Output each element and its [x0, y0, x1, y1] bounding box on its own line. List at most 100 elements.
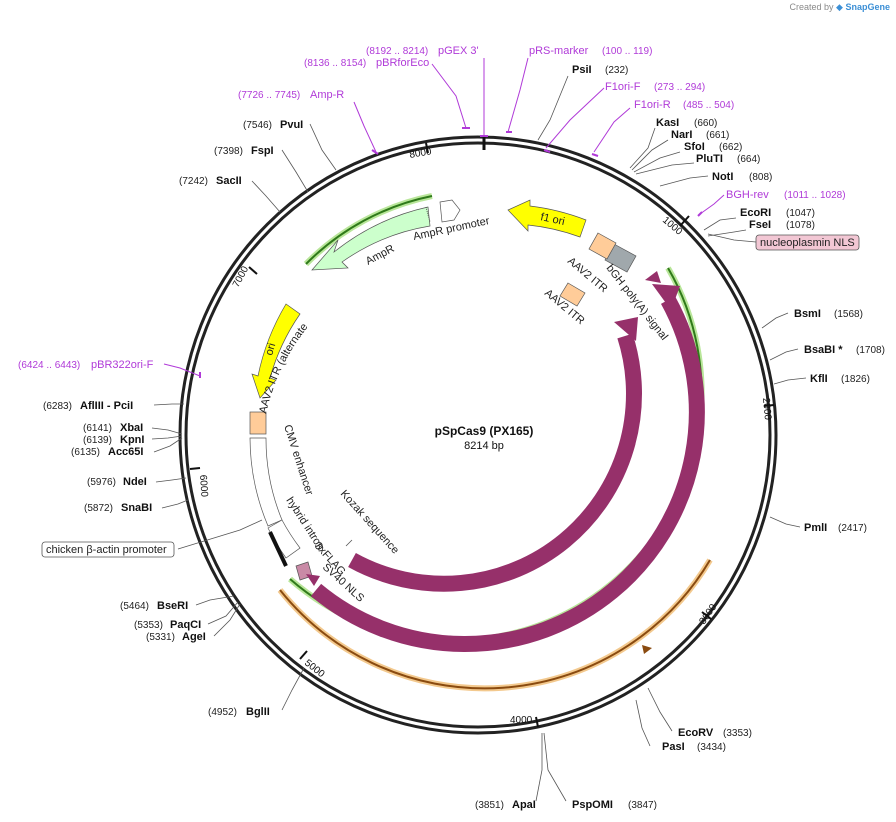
cas9-inner-label: Cas9 — [580, 554, 607, 580]
primer-pos-f1ori-r: (485 .. 504) — [683, 100, 734, 111]
site-pos-acc65i: (6135) — [71, 447, 100, 458]
site-pos-afliii: (6283) — [43, 401, 72, 412]
site-name-pasi: PasI — [662, 741, 685, 753]
ori-label: ori — [263, 342, 278, 357]
site-pos-ndei: (5976) — [87, 477, 116, 488]
site-name-afliii: AflIII - PciI — [80, 400, 133, 412]
sv40-block — [306, 574, 320, 586]
site-pos-pluti: (664) — [737, 154, 760, 165]
primer-pos-bgh-rev: (1011 .. 1028) — [784, 190, 846, 201]
site-pos-sacii: (7242) — [179, 176, 208, 187]
tick-label-7000: 7000 — [231, 264, 251, 289]
tick-label-2000: 2000 — [760, 397, 773, 421]
site-pos-noti: (808) — [749, 172, 772, 183]
site-name-bsabi: BsaBI * — [804, 344, 843, 356]
primer-pos-pbrforeco: (8136 .. 8154) — [304, 58, 366, 69]
site-name-sacii: SacII — [216, 175, 242, 187]
primer-name-pgex3: pGEX 3' — [438, 45, 479, 57]
site-name-bseri: BseRI — [157, 600, 188, 612]
tick-label-6000: 6000 — [197, 474, 210, 497]
chicken-promoter-label: chicken β-actin promoter — [46, 544, 167, 556]
site-pos-ecori: (1047) — [786, 208, 815, 219]
restriction-site-labels: PsiI (232) KasI (660) NarI (661) SfoI (6… — [43, 64, 885, 811]
site-pos-bseri: (5464) — [120, 601, 149, 612]
primer-name-amp-r: Amp-R — [310, 89, 344, 101]
site-name-acc65i: Acc65I — [108, 446, 143, 458]
itr-block-1 — [588, 232, 617, 260]
site-name-pmli: PmlI — [804, 522, 827, 534]
site-name-ndei: NdeI — [123, 476, 147, 488]
cas9-outer-feature: Cas9 — [310, 284, 705, 653]
site-pos-bsmi: (1568) — [834, 309, 863, 320]
site-name-paqci: PaqCI — [170, 619, 201, 631]
site-pos-pvui: (7546) — [243, 120, 272, 131]
kozak-marker — [268, 531, 288, 567]
primer-name-f1ori-r: F1ori-R — [634, 99, 671, 111]
site-pos-pspomi: (3847) — [628, 800, 657, 811]
green-track-left-core — [305, 195, 433, 265]
site-pos-bglii: (4952) — [208, 707, 237, 718]
tick-marks — [189, 137, 775, 728]
primer-pos-amp-r: (7726 .. 7745) — [238, 90, 300, 101]
nls-box: nucleoplasmin NLS — [755, 234, 860, 251]
site-pos-kpni: (6139) — [83, 435, 112, 446]
primer-name-f1ori-f: F1ori-F — [605, 81, 641, 93]
site-name-kasi: KasI — [656, 117, 679, 129]
orange-track-core — [279, 559, 711, 690]
primer-pos-f1ori-f: (273 .. 294) — [654, 82, 705, 93]
backbone — [178, 135, 778, 735]
kozak-label: Kozak sequence — [338, 488, 401, 556]
site-name-pspomi: PspOMI — [572, 799, 613, 811]
tick-label-4000: 4000 — [510, 715, 533, 726]
site-pos-bsabi: (1708) — [856, 345, 885, 356]
site-name-bsmi: BsmI — [794, 308, 821, 320]
primer-name-bgh-rev: BGH-rev — [726, 189, 769, 201]
plasmid-length: 8214 bp — [464, 440, 504, 452]
site-name-apai: ApaI — [512, 799, 536, 811]
orange-track-head — [642, 645, 652, 654]
site-name-snabi: SnaBI — [121, 502, 152, 514]
primer-pos-pbr322ori-f: (6424 .. 6443) — [18, 360, 80, 371]
primer-name-pbrforeco: pBRforEco — [376, 57, 429, 69]
snapgene-credit: Created by ◆ SnapGene — [790, 2, 891, 13]
site-name-nari: NarI — [671, 129, 692, 141]
site-name-kpni: KpnI — [120, 434, 144, 446]
f1-ori-feature: f1 ori — [507, 199, 587, 238]
site-name-xbai: XbaI — [120, 422, 143, 434]
site-name-fsei: FseI — [749, 219, 771, 231]
site-pos-fsei: (1078) — [786, 220, 815, 231]
site-name-fspi: FspI — [251, 145, 274, 157]
site-pos-xbai: (6141) — [83, 423, 112, 434]
site-name-ecorv: EcoRV — [678, 727, 714, 739]
primer-pos-pgex3: (8192 .. 8214) — [366, 46, 428, 57]
site-name-pvui: PvuI — [280, 119, 303, 131]
kozak-leader — [345, 539, 353, 547]
site-pos-psii: (232) — [605, 65, 628, 76]
primer-name-pbr322ori-f: pBR322ori-F — [91, 359, 154, 371]
cmv-block — [249, 437, 283, 527]
site-pos-sfoi: (662) — [719, 142, 742, 153]
site-name-kfli: KflI — [810, 373, 828, 385]
nls-label: nucleoplasmin NLS — [760, 237, 855, 249]
primer-leaders — [163, 57, 725, 378]
site-pos-pmli: (2417) — [838, 523, 867, 534]
site-leaders — [151, 75, 807, 802]
ori-feature: ori — [251, 303, 301, 399]
chicken-promoter-box: chicken β-actin promoter — [41, 541, 175, 558]
site-pos-paqci: (5353) — [134, 620, 163, 631]
site-pos-apai: (3851) — [475, 800, 504, 811]
ampr-label: AmpR — [364, 243, 397, 268]
site-name-noti: NotI — [712, 171, 733, 183]
primer-pos-prs-marker: (100 .. 119) — [602, 46, 652, 57]
plasmid-name: pSpCas9 (PX165) — [435, 424, 534, 438]
primer-labels: pRS-marker (100 .. 119) F1ori-F (273 .. … — [18, 45, 846, 371]
site-name-psii: PsiI — [572, 64, 592, 76]
upper-right-features: AAV2 ITR AAV2 ITR bGH poly(A) signal — [542, 232, 670, 343]
f1-ori-label: f1 ori — [539, 211, 565, 228]
site-name-sfoi: SfoI — [684, 141, 705, 153]
primer-name-prs-marker: pRS-marker — [529, 45, 589, 57]
site-name-bglii: BglII — [246, 706, 270, 718]
ampr-promoter-block — [439, 199, 461, 223]
site-pos-kfli: (1826) — [841, 374, 870, 385]
